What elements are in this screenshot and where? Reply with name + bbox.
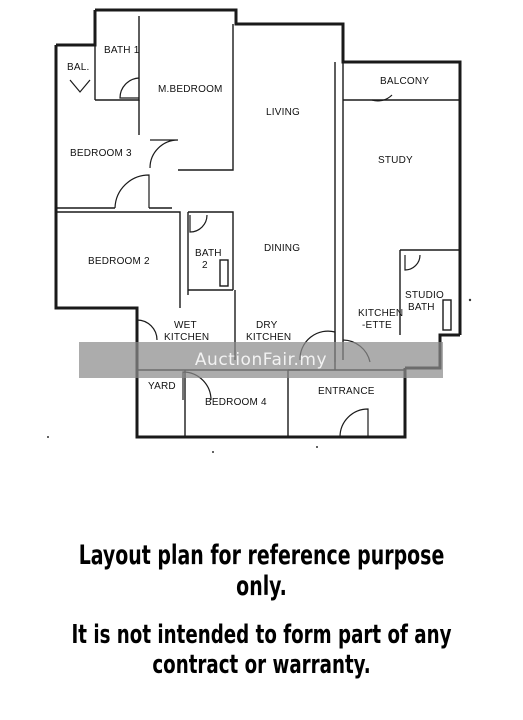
label-study: STUDY [378, 155, 413, 166]
label-living: LIVING [266, 107, 300, 118]
disclaimer-line-1: Layout plan for reference purpose only. [78, 540, 445, 602]
label-bedroom4: BEDROOM 4 [205, 397, 267, 408]
label-dry-kitchen-line2: KITCHEN [246, 332, 291, 343]
label-bal: BAL. [67, 62, 89, 73]
label-bath1: BATH 1 [104, 45, 140, 56]
watermark-band [79, 342, 443, 378]
label-balcony: BALCONY [380, 76, 429, 87]
label-bedroom2: BEDROOM 2 [88, 256, 150, 267]
label-kitchenette-line2: -ETTE [362, 320, 392, 331]
label-dry-kitchen-line1: DRY [256, 320, 278, 331]
scan-specks [47, 298, 472, 453]
disclaimer-line-2: It is not intended to form part of any c… [71, 620, 452, 680]
label-kitchenette-line1: KITCHEN [358, 308, 403, 319]
label-studio-bath-line1: STUDIO [405, 290, 444, 301]
floor-plan: BATH 1 BAL. M.BEDROOM LIVING BALCONY BED… [47, 8, 472, 453]
label-wet-kitchen-line2: KITCHEN [164, 332, 209, 343]
label-bath2-line2: 2 [202, 260, 208, 271]
label-entrance: ENTRANCE [318, 386, 375, 397]
label-bath2-line1: BATH [195, 248, 222, 259]
label-master-bedroom: M.BEDROOM [158, 84, 223, 95]
room-labels: BATH 1 BAL. M.BEDROOM LIVING BALCONY BED… [67, 45, 444, 408]
door-swings [69, 77, 421, 438]
label-dining: DINING [264, 243, 300, 254]
label-bedroom3: BEDROOM 3 [70, 148, 132, 159]
watermark: AuctionFair.my [194, 350, 328, 370]
label-yard: YARD [148, 381, 176, 392]
label-wet-kitchen-line1: WET [174, 320, 197, 331]
label-studio-bath-line2: BATH [408, 302, 435, 313]
